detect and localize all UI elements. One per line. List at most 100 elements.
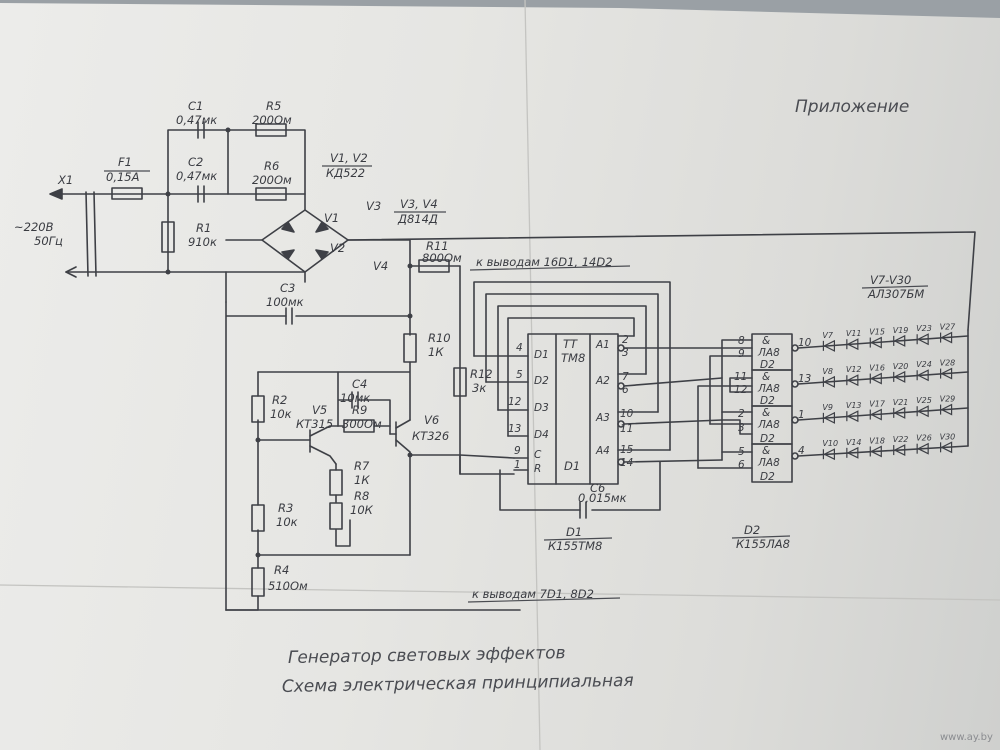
led-diode: V9: [822, 403, 836, 424]
transistor-v6: [389, 419, 461, 556]
svg-text:4: 4: [516, 342, 523, 354]
d1-name: D1: [564, 459, 580, 473]
r6-value: 200Ом: [252, 173, 292, 187]
led-diode: V25: [916, 396, 932, 418]
svg-text:D1: D1: [534, 349, 549, 361]
r10-label: R10: [428, 331, 451, 345]
led-diode: V21: [893, 398, 909, 419]
led-label: V22: [893, 435, 909, 444]
c1-value: 0,47мк: [176, 113, 217, 127]
page-title: Приложение: [795, 97, 909, 117]
resistor-r5: [255, 123, 287, 137]
chip-d1: [527, 333, 619, 485]
c4-label: C4: [352, 377, 367, 391]
r3-value: 10к: [276, 515, 298, 529]
svg-text:9: 9: [514, 445, 521, 457]
d1-inputs: D1 D2 D3 D4 C R 4 5 12 13 9 1: [473, 342, 549, 475]
r9-value: 300Ом: [342, 417, 382, 431]
caption-line1: Генератор световых эффектов: [288, 643, 566, 668]
svg-text:ЛА8: ЛА8: [757, 383, 780, 395]
led-label: V20: [893, 362, 909, 371]
c4-value: 10мк: [340, 391, 370, 405]
led-label: V26: [916, 434, 932, 443]
led-label: V13: [846, 401, 862, 410]
d1-header: ТТ: [563, 337, 578, 351]
led-label: V23: [916, 324, 932, 333]
svg-text:2: 2: [738, 408, 745, 420]
d1-caption-label: D1: [566, 525, 582, 539]
led-diode: V28: [940, 359, 956, 380]
svg-text:11: 11: [734, 371, 747, 383]
led-diode: V29: [940, 395, 956, 416]
led-label: V28: [940, 359, 956, 368]
r1-value: 910к: [188, 235, 217, 249]
r4-label: R4: [274, 563, 289, 577]
svg-text:1: 1: [798, 409, 805, 421]
svg-text:9: 9: [738, 348, 745, 360]
svg-text:13: 13: [798, 373, 811, 385]
svg-text:12: 12: [508, 396, 522, 408]
led-label: V18: [869, 436, 885, 445]
resistor-r8: [329, 502, 343, 530]
caption-line2: Схема электрическая принципиальная: [282, 671, 634, 697]
resistor-r12: [453, 367, 467, 397]
r5-value: 200Ом: [252, 113, 292, 127]
d2-gate-2: & ЛА8 D2 11 12 13: [734, 369, 811, 407]
svg-text:D2: D2: [760, 433, 775, 445]
r9-label: R9: [352, 403, 367, 417]
led-label: V24: [916, 360, 932, 369]
svg-text:ЛА8: ЛА8: [757, 457, 780, 469]
v6-label: V6: [424, 413, 439, 427]
led-label: V21: [893, 398, 909, 407]
led-diode: V8: [822, 367, 836, 388]
r8-label: R8: [354, 489, 369, 503]
svg-text:1: 1: [514, 459, 521, 471]
svg-text:6: 6: [622, 384, 629, 396]
fuse-f1: [111, 187, 143, 200]
led-label: V14: [846, 438, 862, 447]
to-pins-top-label: к выводам 16D1, 14D2: [476, 255, 613, 269]
svg-text:11: 11: [620, 423, 633, 435]
svg-text:A2: A2: [595, 375, 610, 387]
resistor-r1: [161, 221, 175, 253]
d2-input-wiring: [697, 339, 753, 469]
led-diode: V11: [846, 329, 862, 351]
svg-text:A3: A3: [595, 412, 610, 424]
c6-value: 0,015мк: [578, 491, 627, 505]
led-label: V29: [940, 395, 956, 404]
leds-label: V7-V30: [870, 273, 911, 287]
svg-text:3: 3: [738, 422, 745, 434]
svg-text:&: &: [762, 371, 770, 383]
svg-text:D4: D4: [534, 429, 549, 441]
led-diode: V26: [916, 434, 932, 455]
led-diode: V18: [869, 436, 885, 458]
svg-text:12: 12: [734, 384, 748, 396]
r6-label: R6: [264, 159, 279, 173]
led-diode: V30: [940, 432, 955, 454]
r10-value: 1К: [428, 345, 444, 359]
r7-label: R7: [354, 459, 370, 473]
resistor-r9: [343, 419, 375, 433]
mains-voltage-label: ~220В: [14, 220, 54, 234]
v4-label: V4: [373, 259, 388, 273]
resistor-r7: [329, 469, 343, 496]
c3-value: 100мк: [266, 295, 304, 309]
svg-text:10: 10: [798, 337, 812, 349]
d2-caption-type: К155ЛА8: [736, 537, 790, 551]
mains-terminal: [49, 188, 227, 278]
r2-label: R2: [272, 393, 287, 407]
led-label: V8: [822, 367, 833, 376]
resistor-r3: [251, 504, 265, 532]
svg-text:D2: D2: [760, 359, 775, 371]
led-diode: V23: [916, 324, 932, 346]
transistor-v5: [257, 425, 339, 465]
paper-fold: [524, 0, 541, 750]
c6-label: C6: [590, 481, 605, 495]
resistor-r4: [251, 567, 265, 597]
paper-fold: [0, 584, 1000, 601]
svg-text:D3: D3: [534, 402, 549, 414]
v12-value: КД522: [326, 166, 365, 180]
capacitor-c1: [197, 121, 205, 139]
